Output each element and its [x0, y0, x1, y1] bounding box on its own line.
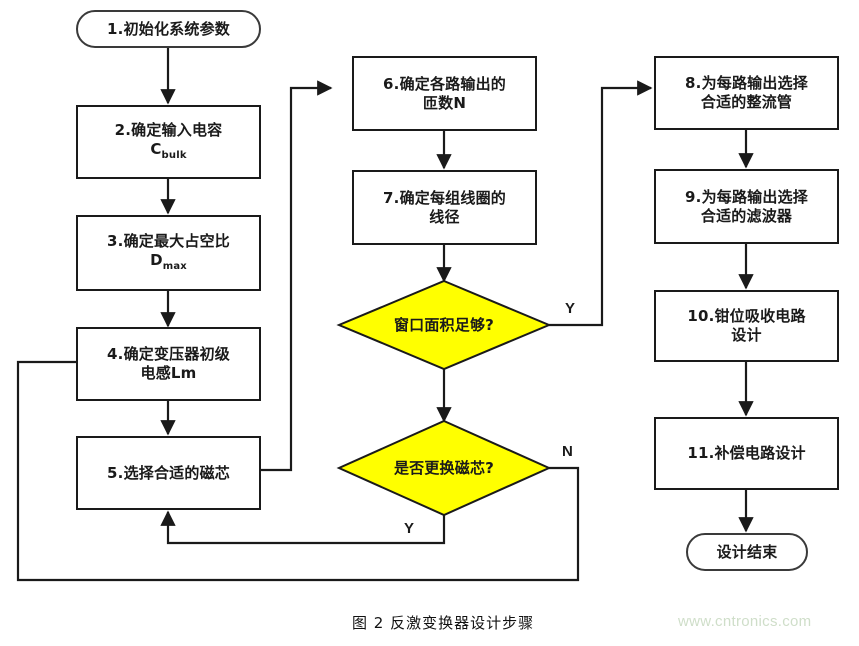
node-step9-line2: 合适的滤波器	[700, 206, 793, 225]
node-step9-label: 9.为每路输出选择 合适的滤波器	[679, 188, 814, 226]
node-step7-line1: 7.确定每组线圈的	[383, 188, 506, 207]
node-step3-line1: 3.确定最大占空比	[107, 232, 230, 251]
node-step7-line2: 线径	[429, 207, 460, 226]
node-step7-label: 7.确定每组线圈的 线径	[377, 189, 512, 227]
node-step3[interactable]: 3.确定最大占空比 Dmax	[76, 215, 261, 291]
node-step8[interactable]: 8.为每路输出选择 合适的整流管	[654, 56, 839, 130]
node-decision1-label: 窗口面积足够?	[393, 315, 495, 334]
node-step2[interactable]: 2.确定输入电容 Cbulk	[76, 105, 261, 179]
node-step5[interactable]: 5.选择合适的磁芯	[76, 436, 261, 510]
node-step10-label: 10.钳位吸收电路 设计	[681, 307, 811, 345]
edge-step5-to-step6	[260, 80, 333, 472]
edge-decision2-no-to-step4	[16, 354, 580, 582]
node-step8-line2: 合适的整流管	[700, 93, 793, 111]
node-step6[interactable]: 6.确定各路输出的 匝数N	[352, 56, 537, 131]
node-start-label: 1.初始化系统参数	[107, 19, 230, 38]
node-step3-subscript: max	[162, 261, 187, 273]
node-step6-line2: 匝数N	[422, 93, 467, 112]
node-step2-subscript: bulk	[161, 150, 187, 162]
node-end[interactable]: 设计结束	[686, 533, 808, 571]
node-decision2-label: 是否更换磁芯?	[393, 458, 495, 477]
node-step4-label: 4.确定变压器初级 电感Lm	[101, 345, 236, 383]
node-step2-line1: 2.确定输入电容	[114, 121, 223, 140]
node-step4-line1: 4.确定变压器初级	[107, 345, 230, 364]
watermark-text: www.cntronics.com	[678, 613, 812, 630]
node-end-label: 设计结束	[716, 542, 778, 561]
node-step4[interactable]: 4.确定变压器初级 电感Lm	[76, 327, 261, 401]
node-step7[interactable]: 7.确定每组线圈的 线径	[352, 170, 537, 245]
node-decision1[interactable]: 窗口面积足够?	[339, 281, 549, 369]
node-step10-line1: 10.钳位吸收电路	[687, 307, 806, 326]
node-step2-label: 2.确定输入电容 Cbulk	[109, 121, 229, 162]
node-start[interactable]: 1.初始化系统参数	[76, 10, 261, 48]
node-step3-line2: D	[150, 251, 163, 270]
edge-decision2-yes-to-step5	[160, 510, 446, 545]
node-step6-line1: 6.确定各路输出的	[383, 74, 506, 93]
node-step8-line1: 8.为每路输出选择	[685, 74, 808, 93]
decision2-shape	[336, 419, 552, 517]
node-step9[interactable]: 9.为每路输出选择 合适的滤波器	[654, 169, 839, 244]
edge-label-decision1-yes: Y	[565, 300, 576, 317]
edge-label-decision2-yes: Y	[404, 520, 415, 537]
edge-decision1-yes-to-step8	[549, 80, 653, 327]
node-step5-label: 5.选择合适的磁芯	[107, 463, 230, 482]
figure-caption: 图 2 反激变换器设计步骤	[352, 614, 535, 632]
node-step11[interactable]: 11.补偿电路设计	[654, 417, 839, 490]
node-step6-label: 6.确定各路输出的 匝数N	[377, 75, 512, 113]
decision1-shape	[336, 279, 552, 371]
node-step2-line2: C	[150, 140, 162, 159]
edge-label-decision2-no: N	[562, 443, 573, 460]
node-step10[interactable]: 10.钳位吸收电路 设计	[654, 290, 839, 362]
node-step9-line1: 9.为每路输出选择	[685, 187, 808, 206]
node-step3-label: 3.确定最大占空比 Dmax	[101, 232, 236, 273]
node-step8-label: 8.为每路输出选择 合适的整流管	[679, 74, 814, 112]
node-step11-label: 11.补偿电路设计	[687, 444, 806, 463]
node-step4-line2: 电感Lm	[140, 364, 197, 382]
node-step10-line2: 设计	[731, 326, 762, 344]
node-decision2[interactable]: 是否更换磁芯?	[339, 421, 549, 515]
